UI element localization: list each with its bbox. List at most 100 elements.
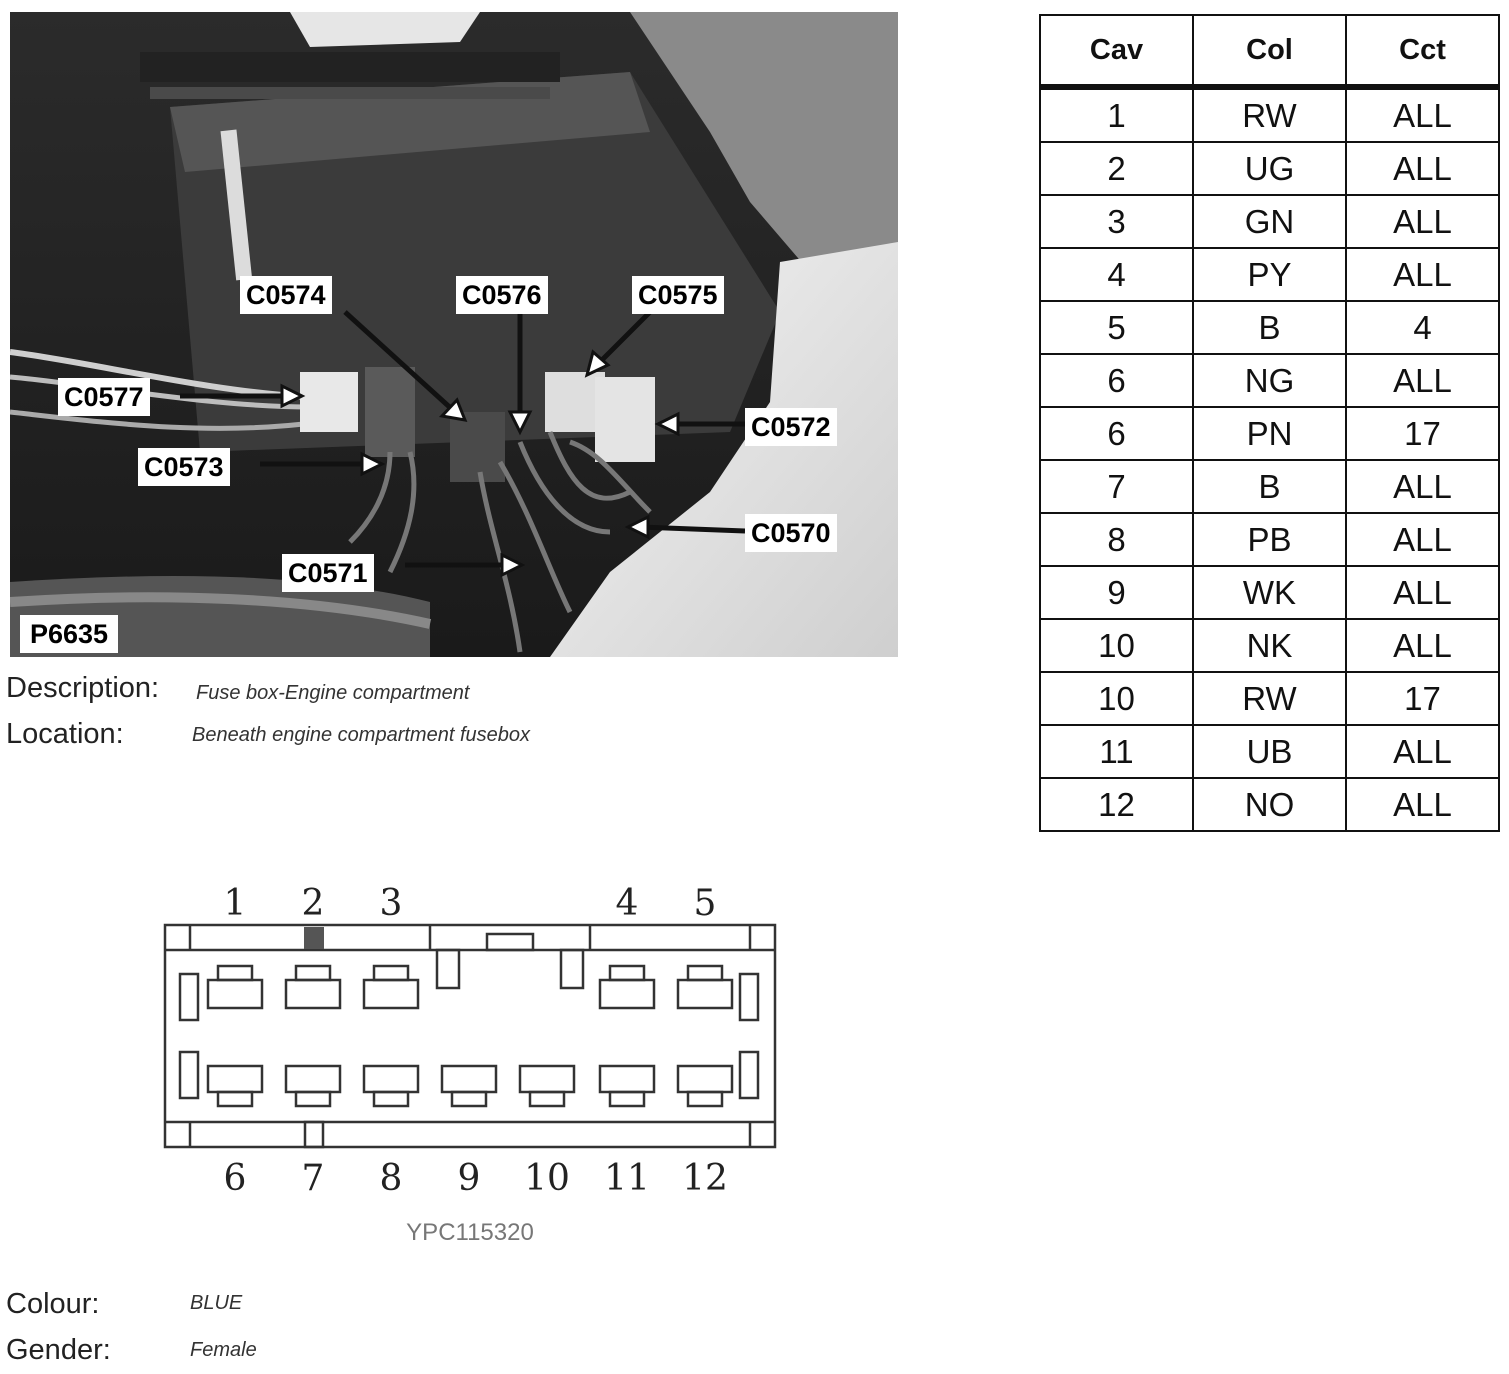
location-label: Location: xyxy=(6,718,124,750)
cell-colour: B xyxy=(1192,300,1347,355)
pin-number-label: 7 xyxy=(302,1158,325,1199)
pin-number-label: 6 xyxy=(224,1158,247,1199)
cell-cavity: 11 xyxy=(1039,724,1194,779)
cell-colour: B xyxy=(1192,459,1347,514)
callout-c0577: C0577 xyxy=(58,378,150,416)
cavity-top-5-tab xyxy=(686,964,724,982)
cavity-bottom-9 xyxy=(440,1064,498,1094)
cell-cavity: 6 xyxy=(1039,353,1194,408)
cell-colour: GN xyxy=(1192,194,1347,249)
figure-id-label: P6635 xyxy=(20,615,119,653)
pin-number-label: 4 xyxy=(616,883,639,924)
cavity-bottom-10-tab xyxy=(528,1090,566,1108)
cavity-bottom-11-tab xyxy=(608,1090,646,1108)
cavity-top-4 xyxy=(598,978,656,1010)
callout-c0570: C0570 xyxy=(745,514,837,552)
header-circuit: Cct xyxy=(1345,14,1500,90)
cavity-bottom-8 xyxy=(362,1064,420,1094)
callout-c0573: C0573 xyxy=(138,448,230,486)
cell-circuit: 4 xyxy=(1345,300,1500,355)
callout-c0574: C0574 xyxy=(240,276,332,314)
cell-circuit: ALL xyxy=(1345,194,1500,249)
cavity-top-2 xyxy=(284,978,342,1010)
cavity-top-3 xyxy=(362,978,420,1010)
cell-circuit: ALL xyxy=(1345,247,1500,302)
cell-colour: RW xyxy=(1192,86,1347,143)
cell-circuit: 17 xyxy=(1345,671,1500,726)
pin-number-label: 11 xyxy=(604,1158,650,1199)
connector-outline xyxy=(163,923,777,1149)
cavity-bottom-10 xyxy=(518,1064,576,1094)
cavity-bottom-8-tab xyxy=(372,1090,410,1108)
pin-number-label: 8 xyxy=(380,1158,403,1199)
callout-c0576: C0576 xyxy=(456,276,548,314)
cavity-bottom-7-tab xyxy=(294,1090,332,1108)
description-label: Description: xyxy=(6,672,160,704)
pin-number-label: 12 xyxy=(682,1158,728,1199)
colour-label: Colour: xyxy=(6,1288,100,1320)
cell-circuit: ALL xyxy=(1345,565,1500,620)
cell-circuit: ALL xyxy=(1345,618,1500,673)
cell-cavity: 10 xyxy=(1039,618,1194,673)
cavity-top-4-tab xyxy=(608,964,646,982)
pin-number-label: 1 xyxy=(224,883,247,924)
photo-illustration xyxy=(10,12,898,657)
cell-cavity: 3 xyxy=(1039,194,1194,249)
pin-number-label: 5 xyxy=(694,883,717,924)
header-colour: Col xyxy=(1192,14,1347,90)
cell-circuit: ALL xyxy=(1345,724,1500,779)
cell-circuit: ALL xyxy=(1345,353,1500,408)
cell-circuit: ALL xyxy=(1345,86,1500,143)
cell-circuit: ALL xyxy=(1345,141,1500,196)
part-number: YPC115320 xyxy=(406,1219,534,1246)
colour-value: BLUE xyxy=(190,1292,243,1314)
cell-colour: UG xyxy=(1192,141,1347,196)
cell-colour: PN xyxy=(1192,406,1347,461)
pin-number-label: 2 xyxy=(302,883,325,924)
cell-colour: PY xyxy=(1192,247,1347,302)
pin-number-label: 10 xyxy=(524,1158,570,1199)
cell-cavity: 9 xyxy=(1039,565,1194,620)
cell-colour: RW xyxy=(1192,671,1347,726)
cavity-bottom-12-tab xyxy=(686,1090,724,1108)
cell-circuit: ALL xyxy=(1345,459,1500,514)
table-header-row: Cav Col Cct xyxy=(1039,14,1500,90)
callout-c0575: C0575 xyxy=(632,276,724,314)
cell-colour: NG xyxy=(1192,353,1347,408)
cell-colour: PB xyxy=(1192,512,1347,567)
cavity-bottom-9-tab xyxy=(450,1090,488,1108)
cavity-top-1 xyxy=(206,978,264,1010)
pin-number-label: 3 xyxy=(380,883,403,924)
cell-cavity: 8 xyxy=(1039,512,1194,567)
cell-cavity: 6 xyxy=(1039,406,1194,461)
callout-c0572: C0572 xyxy=(745,408,837,446)
gender-label: Gender: xyxy=(6,1334,111,1366)
pin-2-marker xyxy=(304,927,324,949)
cavity-top-5 xyxy=(676,978,734,1010)
cavity-top-3-tab xyxy=(372,964,410,982)
cavity-group xyxy=(206,964,734,1108)
location-value: Beneath engine compartment fusebox xyxy=(192,724,530,746)
cell-colour: NK xyxy=(1192,618,1347,673)
cell-cavity: 1 xyxy=(1039,86,1194,143)
description-value: Fuse box-Engine compartment xyxy=(196,682,470,704)
cell-colour: WK xyxy=(1192,565,1347,620)
pin-number-label: 9 xyxy=(458,1158,481,1199)
cell-colour: NO xyxy=(1192,777,1347,832)
cell-circuit: ALL xyxy=(1345,777,1500,832)
cell-circuit: ALL xyxy=(1345,512,1500,567)
cavity-top-1-tab xyxy=(216,964,254,982)
cavity-bottom-12 xyxy=(676,1064,734,1094)
cavity-bottom-6 xyxy=(206,1064,264,1094)
